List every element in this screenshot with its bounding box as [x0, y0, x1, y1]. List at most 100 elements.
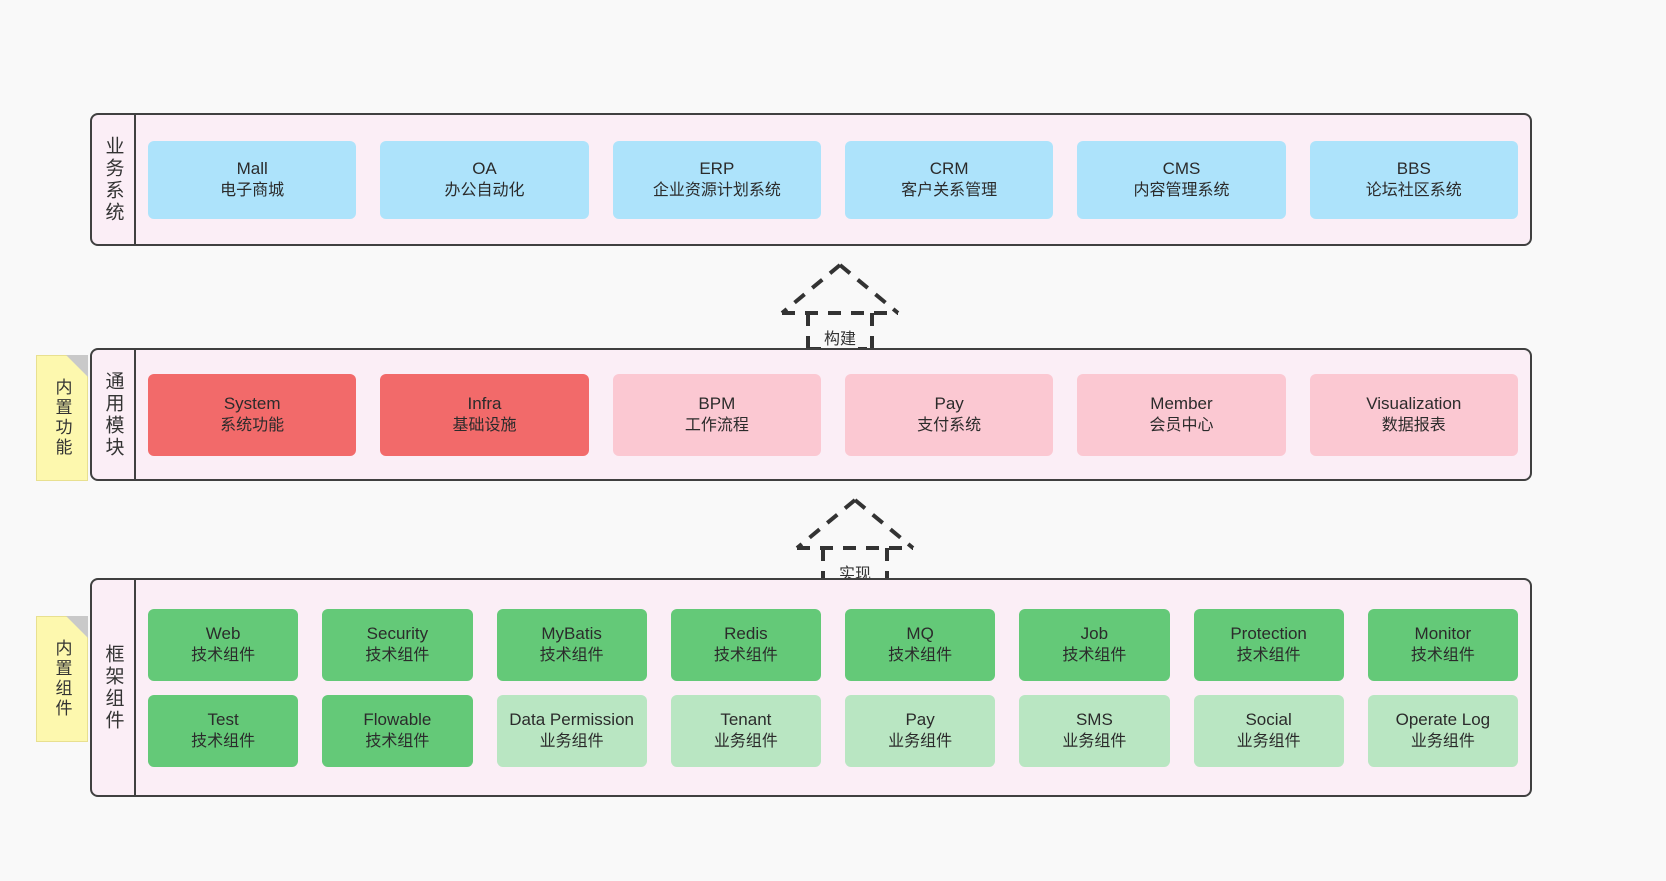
- card-title: Mall: [236, 158, 268, 178]
- layer-title-text: 框架组件: [102, 643, 124, 732]
- sticky-note-builtin-function: 内置功能: [36, 355, 88, 481]
- card-title: Protection: [1230, 623, 1307, 643]
- card-title: OA: [472, 158, 497, 178]
- card-subtitle: 技术组件: [539, 647, 604, 665]
- card-subtitle: 支付系统: [917, 417, 982, 435]
- note-text: 内置功能: [52, 378, 72, 458]
- card-title: Tenant: [720, 709, 772, 729]
- layer-business-system: 业务系统 Mall 电子商城 OA 办公自动化 ERP 企业资源计划系统 CRM: [90, 113, 1532, 246]
- card-title: Web: [205, 623, 241, 643]
- card-subtitle: 论坛社区系统: [1365, 182, 1462, 200]
- card-bpm[interactable]: BPM 工作流程: [612, 373, 821, 456]
- connector-build: 构建: [740, 255, 940, 353]
- card-bbs[interactable]: BBS 论坛社区系统: [1309, 140, 1518, 219]
- layer-body-business-system: Mall 电子商城 OA 办公自动化 ERP 企业资源计划系统 CRM 客户关系…: [136, 115, 1530, 244]
- card-sms[interactable]: SMS 业务组件: [1019, 694, 1170, 767]
- card-erp[interactable]: ERP 企业资源计划系统: [612, 140, 821, 219]
- card-title: Monitor: [1414, 623, 1472, 643]
- card-crm[interactable]: CRM 客户关系管理: [844, 140, 1054, 219]
- card-row: Web 技术组件 Security 技术组件 MyBatis 技术组件 Redi…: [148, 608, 1518, 681]
- card-title: Redis: [724, 623, 768, 643]
- card-security[interactable]: Security 技术组件: [322, 608, 473, 681]
- layer-title-framework-component: 框架组件: [92, 580, 136, 795]
- card-title: Job: [1080, 623, 1109, 643]
- card-mybatis[interactable]: MyBatis 技术组件: [496, 608, 647, 681]
- card-tenant[interactable]: Tenant 业务组件: [670, 694, 821, 767]
- card-subtitle: 技术组件: [713, 647, 778, 665]
- card-cms[interactable]: CMS 内容管理系统: [1077, 140, 1286, 219]
- card-title: Infra: [467, 393, 502, 413]
- card-title: ERP: [699, 158, 735, 178]
- card-title: Flowable: [363, 709, 432, 729]
- card-title: Visualization: [1366, 393, 1462, 413]
- card-social[interactable]: Social 业务组件: [1193, 694, 1344, 767]
- card-title: MyBatis: [541, 623, 602, 643]
- card-subtitle: 工作流程: [684, 417, 749, 435]
- card-system[interactable]: System 系统功能: [148, 373, 357, 456]
- layer-title-text: 通用模块: [102, 370, 124, 459]
- card-title: Test: [207, 709, 239, 729]
- card-infra[interactable]: Infra 基础设施: [380, 373, 589, 456]
- layer-title-common-module: 通用模块: [92, 350, 136, 479]
- card-oa[interactable]: OA 办公自动化: [380, 140, 589, 219]
- layer-title-text: 业务系统: [102, 135, 124, 224]
- card-title: MQ: [906, 623, 934, 643]
- card-title: System: [223, 393, 281, 413]
- card-subtitle: 系统功能: [220, 417, 285, 435]
- card-operate-log[interactable]: Operate Log 业务组件: [1367, 694, 1518, 767]
- card-subtitle: 会员中心: [1149, 417, 1214, 435]
- card-title: SMS: [1075, 709, 1113, 729]
- layer-title-business-system: 业务系统: [92, 115, 136, 244]
- connector-realize: 实现: [755, 490, 955, 588]
- card-subtitle: 业务组件: [713, 733, 778, 751]
- layer-body-common-module: System 系统功能 Infra 基础设施 BPM 工作流程 Pay 支付系统…: [136, 350, 1530, 479]
- layer-common-module: 通用模块 System 系统功能 Infra 基础设施 BPM 工作流程 Pay: [90, 348, 1532, 481]
- card-member[interactable]: Member 会员中心: [1077, 373, 1286, 456]
- card-test[interactable]: Test 技术组件: [148, 694, 299, 767]
- note-fold-icon: [66, 616, 88, 638]
- card-subtitle: 办公自动化: [444, 182, 525, 200]
- card-subtitle: 客户关系管理: [901, 182, 998, 200]
- card-web[interactable]: Web 技术组件: [148, 608, 299, 681]
- card-subtitle: 企业资源计划系统: [652, 182, 781, 200]
- connector-label: 构建: [821, 325, 859, 349]
- card-title: CRM: [929, 158, 969, 178]
- card-subtitle: 技术组件: [1062, 647, 1127, 665]
- card-row: System 系统功能 Infra 基础设施 BPM 工作流程 Pay 支付系统…: [148, 373, 1518, 456]
- card-pay-component[interactable]: Pay 业务组件: [845, 694, 996, 767]
- card-monitor[interactable]: Monitor 技术组件: [1367, 608, 1518, 681]
- card-mq[interactable]: MQ 技术组件: [845, 608, 996, 681]
- card-subtitle: 技术组件: [365, 647, 430, 665]
- card-row: Mall 电子商城 OA 办公自动化 ERP 企业资源计划系统 CRM 客户关系…: [148, 140, 1518, 219]
- card-pay[interactable]: Pay 支付系统: [844, 373, 1054, 456]
- card-visualization[interactable]: Visualization 数据报表: [1309, 373, 1518, 456]
- card-subtitle: 数据报表: [1381, 417, 1446, 435]
- note-fold-icon: [66, 355, 88, 377]
- card-subtitle: 技术组件: [1236, 647, 1301, 665]
- card-mall[interactable]: Mall 电子商城: [148, 140, 357, 219]
- layer-body-framework-component: Web 技术组件 Security 技术组件 MyBatis 技术组件 Redi…: [136, 580, 1530, 795]
- card-flowable[interactable]: Flowable 技术组件: [322, 694, 473, 767]
- card-subtitle: 内容管理系统: [1133, 182, 1230, 200]
- card-subtitle: 技术组件: [191, 733, 256, 751]
- card-title: Social: [1245, 709, 1292, 729]
- card-title: Pay: [934, 393, 964, 413]
- card-title: Operate Log: [1395, 709, 1491, 729]
- card-title: BPM: [698, 393, 736, 413]
- card-title: Member: [1150, 393, 1213, 413]
- card-redis[interactable]: Redis 技术组件: [670, 608, 821, 681]
- card-title: Data Permission: [509, 709, 634, 729]
- layer-framework-component: 框架组件 Web 技术组件 Security 技术组件 MyBatis 技术组件…: [90, 578, 1532, 797]
- card-subtitle: 技术组件: [191, 647, 256, 665]
- card-subtitle: 业务组件: [1410, 733, 1475, 751]
- card-subtitle: 电子商城: [220, 182, 285, 200]
- note-text: 内置组件: [52, 639, 72, 719]
- card-protection[interactable]: Protection 技术组件: [1193, 608, 1344, 681]
- card-subtitle: 业务组件: [1236, 733, 1301, 751]
- card-data-permission[interactable]: Data Permission 业务组件: [496, 694, 647, 767]
- card-subtitle: 基础设施: [452, 417, 517, 435]
- card-row: Test 技术组件 Flowable 技术组件 Data Permission …: [148, 694, 1518, 767]
- card-job[interactable]: Job 技术组件: [1019, 608, 1170, 681]
- card-subtitle: 业务组件: [539, 733, 604, 751]
